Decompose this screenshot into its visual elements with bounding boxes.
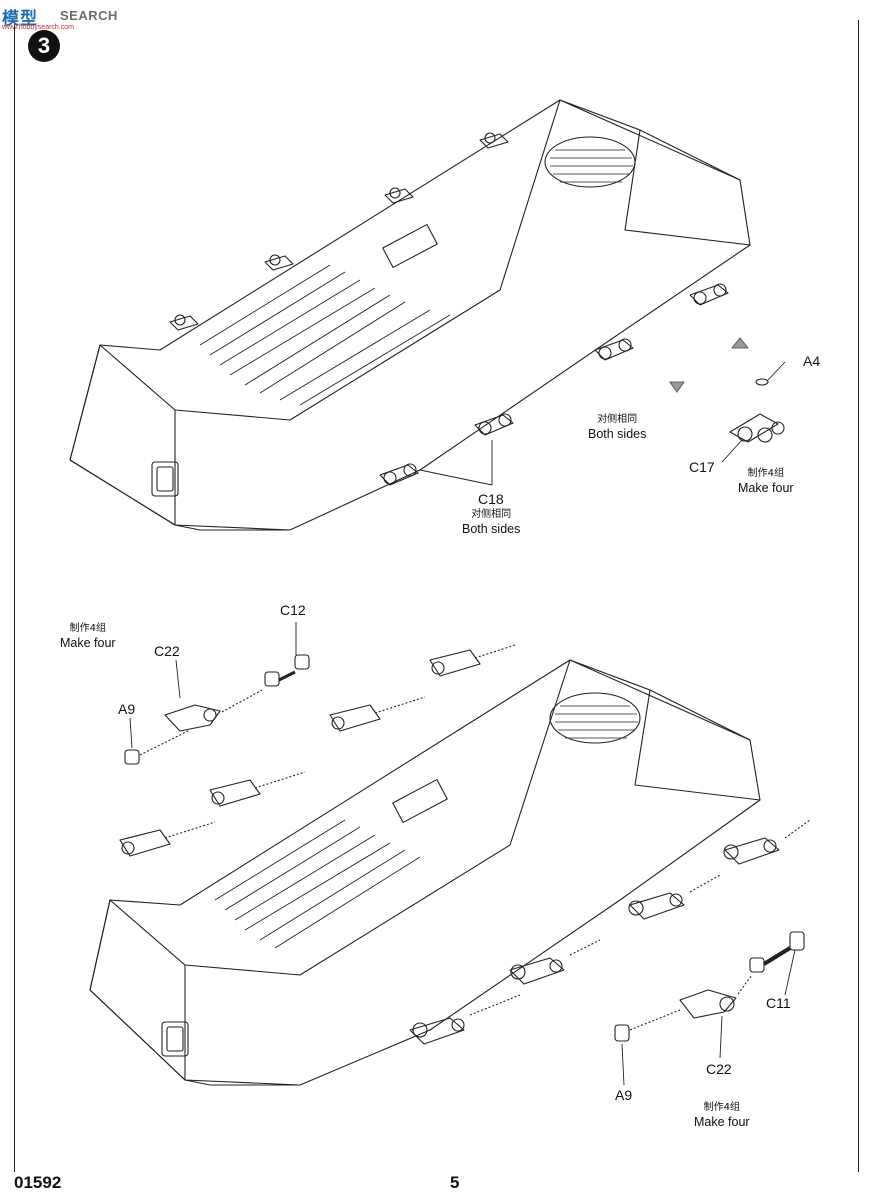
part-label-a9-left: A9 (118, 701, 136, 717)
watermark-cn-text: 模型 (2, 9, 38, 29)
page-frame (14, 20, 859, 1172)
bottom-hull-drawing (89, 644, 811, 1086)
part-label-a4: A4 (803, 353, 821, 369)
both-sides-note: 对侧相同 Both sides (588, 414, 646, 442)
part-label-c18: C18 (478, 491, 504, 507)
part-label-c11: C11 (766, 995, 791, 1011)
both-sides-cn: 对侧相同 (597, 414, 638, 425)
part-label-a9-right: A9 (615, 1087, 633, 1103)
top-leader-lines (419, 361, 786, 486)
bottom-right-make-four-note: 制作4组 Make four (694, 1102, 750, 1130)
watermark-url: www.hobbysearch.com (2, 24, 74, 31)
part-label-c17: C17 (689, 459, 715, 475)
bottom-right-make-four-en: Make four (694, 1114, 750, 1129)
top-make-four-cn: 制作4组 (747, 468, 784, 479)
step-number-badge: 3 (28, 30, 60, 62)
watermark-logo: 模型 SEARCH www.hobbysearch.com (2, 4, 162, 31)
top-make-four-note: 制作4组 Make four (738, 468, 794, 496)
part-label-c12: C12 (280, 602, 306, 618)
part-label-c22-right: C22 (706, 1061, 732, 1077)
bottom-left-make-four-cn: 制作4组 (69, 623, 106, 634)
watermark-en-text: SEARCH (60, 8, 118, 23)
bottom-left-make-four-en: Make four (60, 635, 116, 650)
c18-note: 对侧相同 Both sides (462, 509, 520, 537)
bottom-left-make-four-note: 制作4组 Make four (60, 623, 116, 651)
top-hull-drawing (69, 99, 785, 531)
c18-note-cn: 对侧相同 (471, 509, 512, 520)
c18-note-en: Both sides (462, 521, 521, 536)
both-sides-en: Both sides (588, 426, 647, 441)
page-number: 5 (450, 1173, 460, 1192)
bottom-right-make-four-cn: 制作4组 (703, 1102, 740, 1113)
bottom-leader-lines (129, 622, 796, 1086)
part-label-c22-left: C22 (154, 643, 180, 659)
top-make-four-en: Make four (738, 480, 794, 495)
kit-number: 01592 (14, 1173, 62, 1192)
